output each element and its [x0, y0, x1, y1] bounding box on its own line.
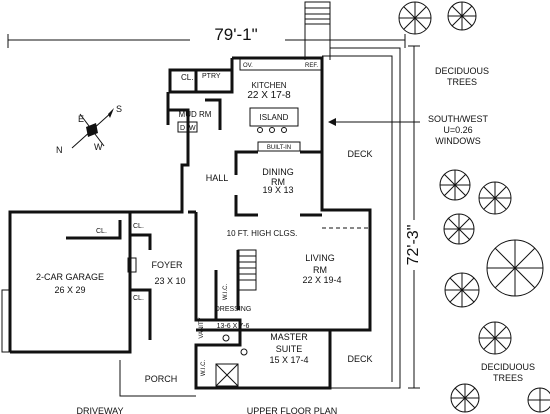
- driveway-label: DRIVEWAY: [76, 406, 123, 414]
- foyer-stairs: [237, 249, 257, 291]
- living-size: 22 X 19-4: [302, 275, 341, 285]
- garage-steps: [127, 257, 137, 273]
- garage-name: 2-CAR GARAGE: [36, 272, 104, 282]
- porch-label: PORCH: [145, 374, 178, 384]
- deck-top-label: DECK: [347, 149, 372, 159]
- built-in-label: BUILT-IN: [267, 145, 291, 151]
- tree-icons: [398, 1, 550, 413]
- vanity-label: VANITY: [199, 317, 205, 338]
- foyer-closet-top-label: CL.: [133, 223, 144, 230]
- master-bath-fixtures: [215, 334, 248, 387]
- foyer-size: 23 X 10: [154, 276, 185, 286]
- dressing-name: DRESSING: [215, 306, 252, 313]
- ceiling-note: 10 FT. HIGH CLGS.: [227, 229, 298, 238]
- compass-north: N: [56, 145, 63, 155]
- garage-closet-label: CL.: [96, 228, 107, 235]
- dining-size: 19 X 13: [262, 185, 293, 195]
- dishwasher-label: D: [180, 125, 185, 132]
- compass-east: E: [78, 114, 84, 124]
- kitchen-name: KITCHEN: [251, 81, 286, 90]
- garage-front: [1, 289, 11, 353]
- kitchen-island: [239, 57, 323, 152]
- kitchen-closet-label: CL.: [181, 73, 193, 82]
- tree-icon: [527, 387, 550, 413]
- deck-bottom-label: DECK: [347, 354, 372, 364]
- tree-icon: [444, 272, 480, 308]
- garage-size: 26 X 29: [54, 285, 85, 295]
- washer-label: W: [189, 125, 196, 132]
- pantry-label: PTRY: [202, 73, 221, 80]
- foyer-closet-bottom-label: CL.: [133, 295, 144, 302]
- compass-south: S: [116, 104, 122, 114]
- wic-bottom-label: W.I.C.: [201, 360, 207, 377]
- tree-icon: [398, 1, 432, 35]
- depth-dimension-label: 72'-3": [405, 225, 422, 266]
- mud-room-label: MUD RM: [179, 110, 212, 119]
- tree-icon: [439, 169, 471, 201]
- exterior-walls: [8, 56, 372, 390]
- windows-note-arrow: [328, 118, 420, 126]
- compass-west: W: [94, 142, 103, 152]
- width-dimension-label: 79'-1": [214, 25, 257, 44]
- tree-icon: [450, 383, 480, 413]
- island-label: ISLAND: [260, 113, 289, 122]
- fridge-label: REF.: [305, 63, 318, 69]
- oven-label: OV.: [243, 63, 253, 69]
- dressing-size: 13-6 X 7-6: [217, 323, 250, 330]
- hall-label: HALL: [206, 173, 229, 183]
- tree-icon: [478, 321, 512, 355]
- foyer-name: FOYER: [151, 260, 183, 270]
- wic-top-label: W.I.C.: [223, 284, 229, 301]
- kitchen-size: 22 X 17-8: [247, 90, 291, 101]
- compass-icon: S E N W: [56, 104, 122, 155]
- porch-outline: [119, 360, 196, 397]
- master-size: 15 X 17-4: [269, 355, 308, 365]
- tree-icon: [447, 1, 477, 31]
- depth-dimension: 72'-3": [404, 45, 424, 389]
- tree-icon: [443, 213, 475, 245]
- upper-floor-plan-label: UPPER FLOOR PLAN: [247, 406, 338, 414]
- deck-outline: [318, 47, 401, 389]
- tree-icon: [486, 239, 544, 297]
- width-dimension: 79'-1": [7, 24, 406, 48]
- exterior-stairs: [304, 1, 331, 60]
- tree-icon: [478, 181, 512, 215]
